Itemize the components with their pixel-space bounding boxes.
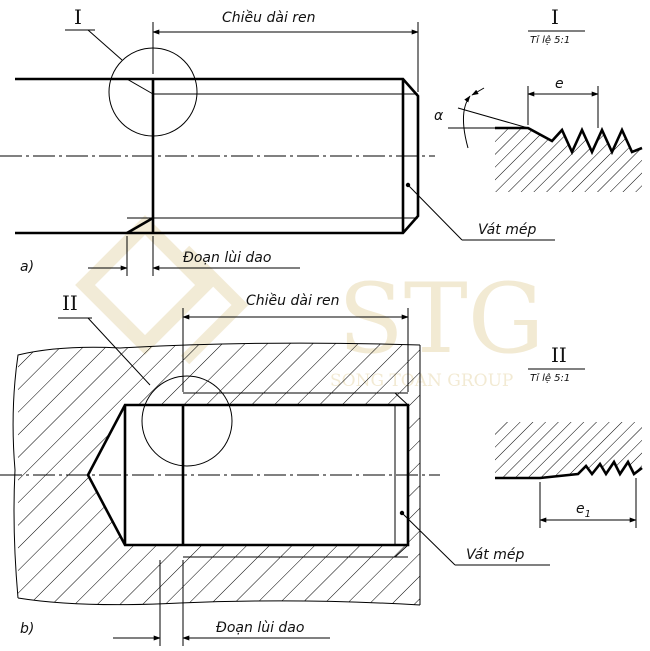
detail-profile-ii — [495, 422, 642, 478]
detail-profile-i — [495, 128, 642, 192]
body-section — [18, 343, 420, 605]
blind-hole-outline — [86, 403, 410, 547]
detail-ii: II Tỉ lệ 5:1 e1 — [495, 343, 643, 528]
undercut-label: Đoạn lùi dao — [183, 250, 271, 266]
detail-i: I Tỉ lệ 5:1 e α — [434, 5, 643, 192]
detail-mark-ii: II — [62, 291, 78, 315]
thread-length-label-b: Chiều dài ren — [246, 292, 340, 309]
chamfer-label: Vát mép — [478, 222, 536, 238]
detail-title-ii: II — [551, 343, 567, 367]
detail-scale-ii: Tỉ lệ 5:1 — [530, 372, 570, 384]
runout-top — [126, 78, 154, 95]
runout-bottom — [126, 216, 154, 235]
detail-pitch-subscript-ii: 1 — [585, 509, 591, 520]
figure-b: II Chiều dài ren Đoạn lùi dao Vát mép b) — [0, 291, 550, 646]
detail-scale-i: Tỉ lệ 5:1 — [530, 34, 570, 46]
detail-leader-i — [87, 29, 123, 61]
figure-label-a: a) — [20, 259, 34, 275]
detail-title-i: I — [551, 5, 559, 29]
chamfer-label-b: Vát mép — [466, 547, 524, 563]
undercut-label-b: Đoạn lùi dao — [216, 620, 304, 636]
detail-pitch-ii: e1 — [576, 501, 591, 520]
chamfer-leader — [407, 184, 463, 241]
detail-angle-arc-i — [463, 95, 471, 149]
detail-leader-ii — [87, 317, 151, 386]
detail-angle-i: α — [434, 108, 444, 124]
chamfer-leader-b — [401, 512, 456, 566]
figure-label-b: b) — [20, 621, 34, 637]
figure-a: I Chiều dài ren Đoạn lùi dao Vát mép a) — [0, 5, 555, 276]
body-break-line — [12, 342, 421, 606]
detail-circle-ii — [141, 375, 233, 467]
detail-mark-i: I — [74, 5, 82, 29]
detail-pitch-i: e — [555, 76, 564, 92]
thread-length-label: Chiều dài ren — [222, 9, 316, 26]
